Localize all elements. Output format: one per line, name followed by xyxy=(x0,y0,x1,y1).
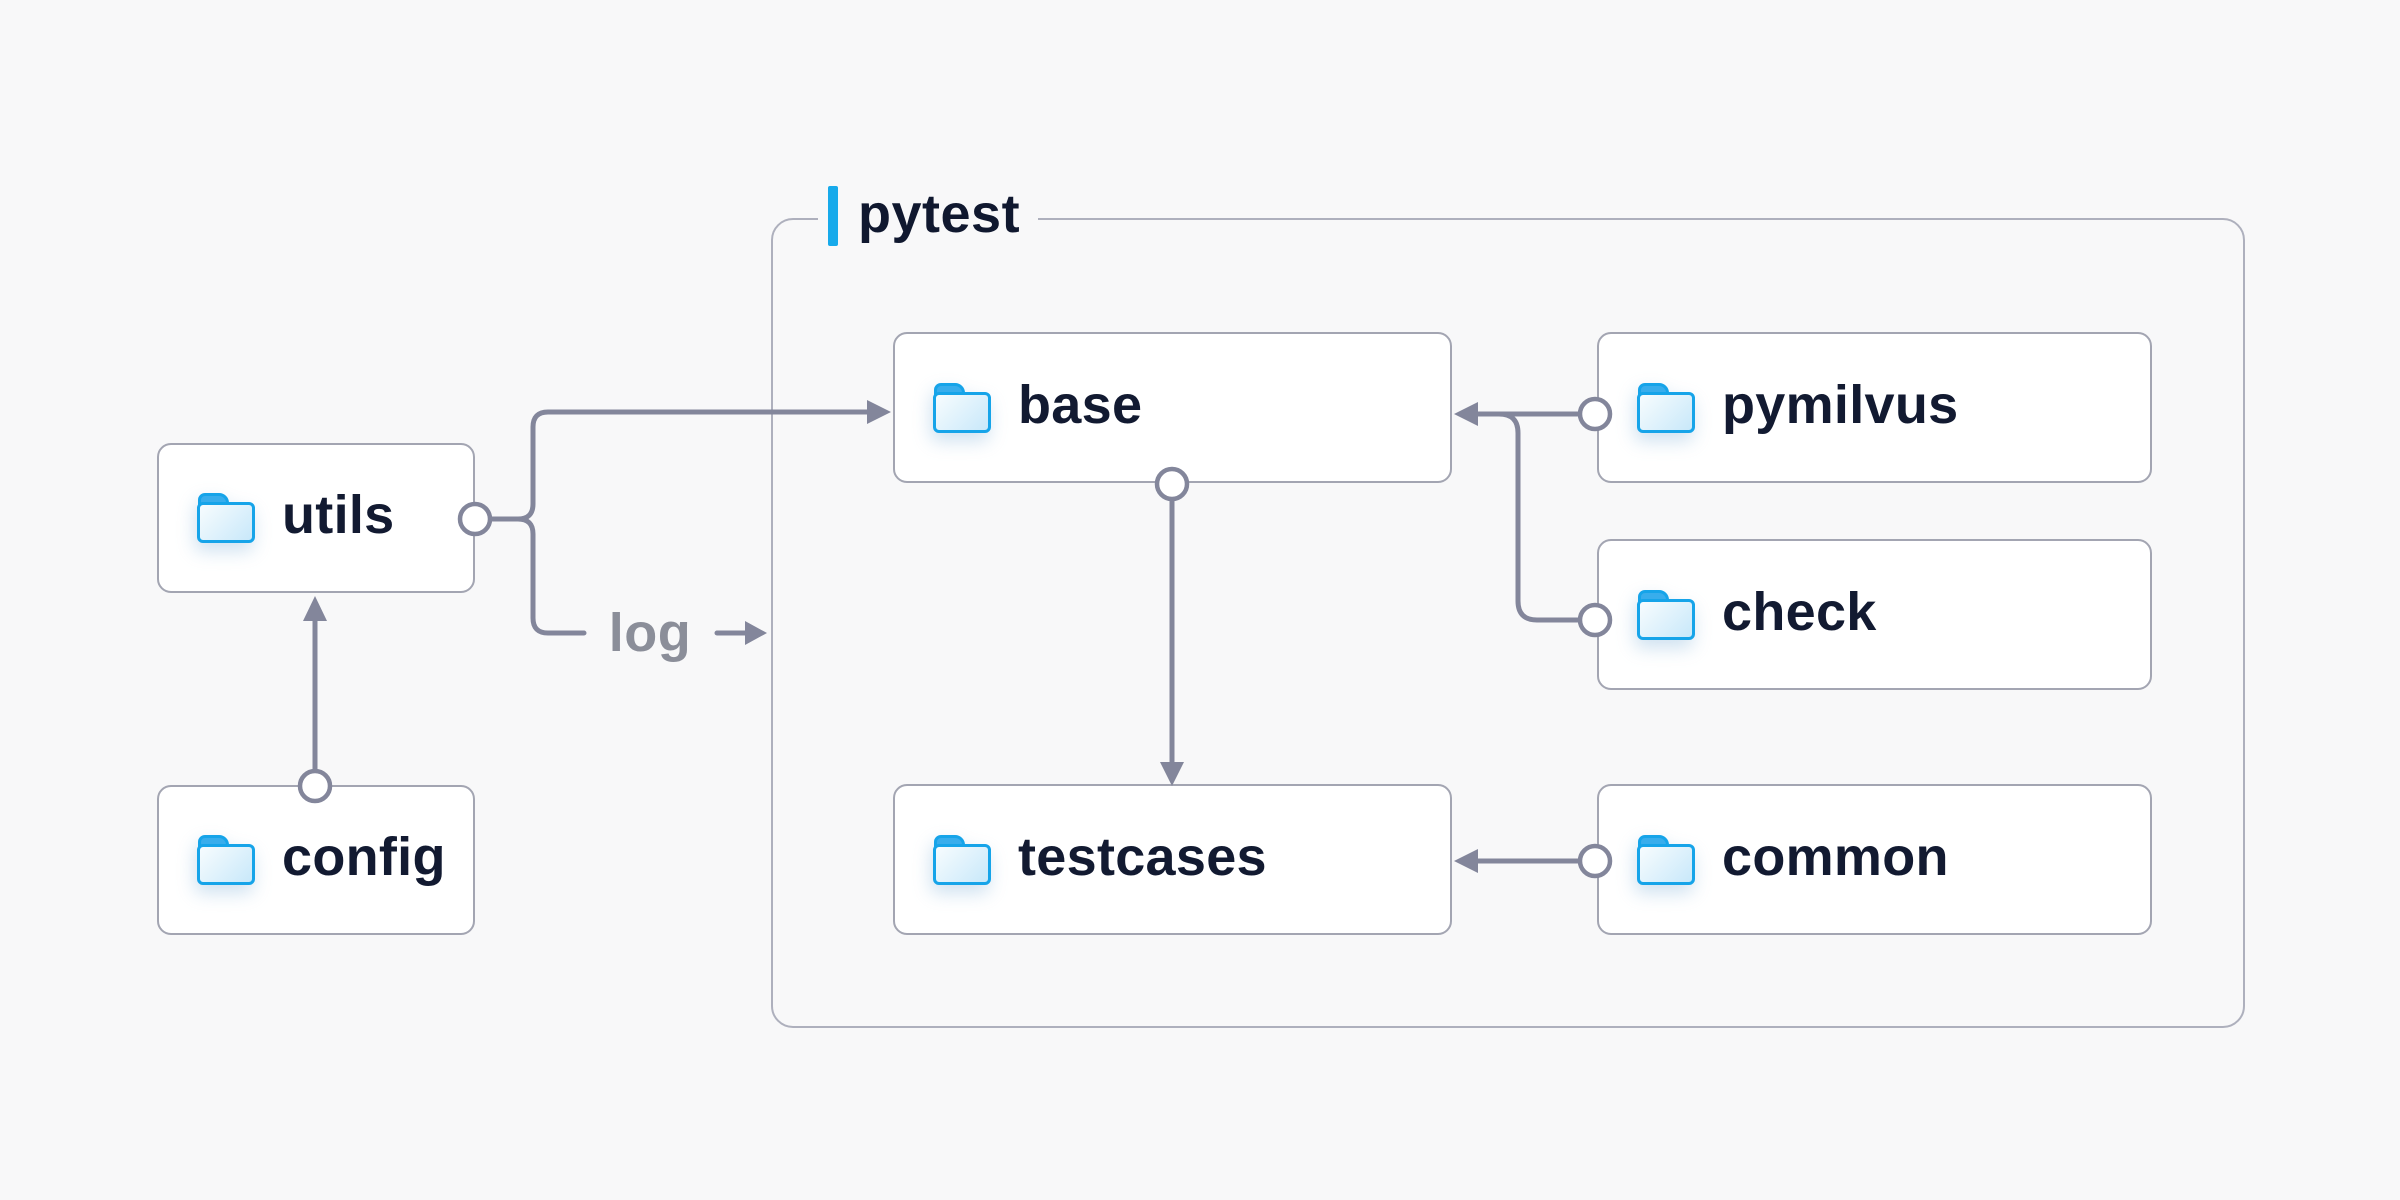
group-label-text: pytest xyxy=(858,184,1021,244)
node-common: common xyxy=(1597,784,2152,935)
folder-icon-body xyxy=(1637,598,1695,640)
arrowhead xyxy=(303,596,327,621)
folder-icon xyxy=(933,382,991,433)
folder-icon xyxy=(197,493,255,543)
node-label: pymilvus xyxy=(1722,374,1959,435)
node-label: common xyxy=(1722,826,1949,887)
node-testcases: testcases xyxy=(893,784,1452,935)
folder-icon-body xyxy=(197,502,255,543)
folder-icon-body xyxy=(197,844,255,885)
node-label: config xyxy=(282,827,446,887)
edge-config-utils xyxy=(297,596,333,804)
folder-icon xyxy=(933,834,991,885)
edge-line xyxy=(515,516,587,636)
node-base: base xyxy=(893,332,1452,483)
node-label: testcases xyxy=(1018,826,1267,887)
folder-icon xyxy=(1637,382,1695,433)
folder-icon xyxy=(197,835,255,885)
node-label: check xyxy=(1722,581,1877,642)
node-check: check xyxy=(1597,539,2152,690)
folder-icon-body xyxy=(933,391,991,433)
edge-label-log: log xyxy=(608,603,692,663)
accent-bar xyxy=(828,186,838,246)
folder-icon xyxy=(1637,834,1695,885)
node-pymilvus: pymilvus xyxy=(1597,332,2152,483)
pytest-group-label: pytest xyxy=(818,184,1039,248)
node-label: utils xyxy=(282,485,395,545)
folder-icon-body xyxy=(933,843,991,885)
node-utils: utils xyxy=(157,443,475,593)
folder-icon-body xyxy=(1637,391,1695,433)
node-config: config xyxy=(157,785,475,935)
folder-icon-body xyxy=(1637,843,1695,885)
pytest-group-container xyxy=(771,218,2245,1028)
node-label: base xyxy=(1018,374,1143,435)
folder-icon xyxy=(1637,589,1695,640)
arrowhead xyxy=(745,621,767,645)
